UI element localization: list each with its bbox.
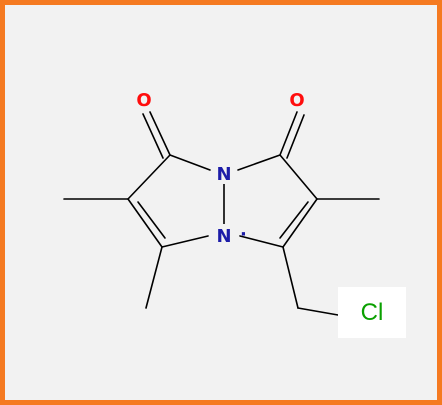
bond-c1-o1-double (142, 113, 164, 159)
chlorine-label: Cl (338, 287, 406, 338)
bond-c1-o1 (149, 111, 171, 156)
bond-lines (63, 111, 380, 316)
bond-methyl-bottom (145, 246, 163, 309)
oxygen-right-label: O (289, 90, 304, 111)
bond-n1-c4 (237, 154, 281, 171)
bond-n1-c1 (169, 154, 211, 171)
bond-c6-n2 (239, 235, 284, 248)
bond-c6-ch2 (282, 246, 299, 309)
bond-c2-c3 (127, 198, 163, 248)
bond-c4-c5 (279, 154, 318, 200)
bond-c2-c3-double (137, 201, 166, 239)
bond-c3-n2 (161, 235, 209, 248)
bond-c5-c6-double (279, 201, 309, 239)
nitrogen-top-label: N (216, 164, 231, 185)
bond-ch2-cl (297, 307, 339, 316)
oxygen-left-label: O (136, 90, 151, 111)
bond-c5-c6 (282, 198, 318, 248)
bond-c4-o2-double (286, 114, 305, 159)
bond-c4-o2 (279, 111, 298, 156)
nitrogen-bottom-label: N (216, 226, 231, 247)
bond-c1-c2 (127, 154, 171, 200)
nitrogen-bottom-dot: · (240, 224, 247, 245)
